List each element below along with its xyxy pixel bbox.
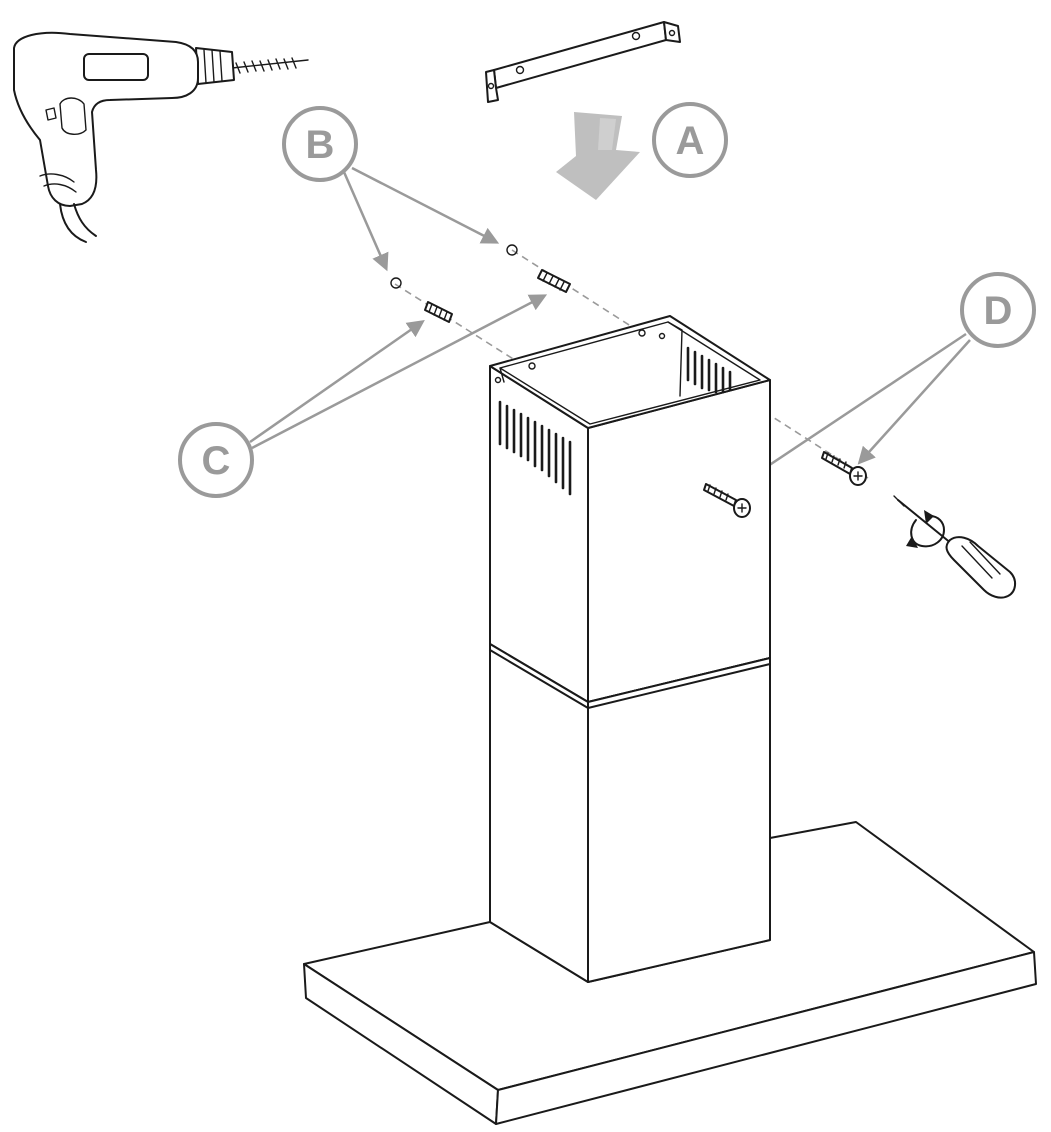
leader-lines xyxy=(249,166,971,484)
chimney-upper xyxy=(489,315,771,703)
callout-c-label: C xyxy=(202,439,231,483)
screw xyxy=(821,451,867,486)
down-arrow-icon xyxy=(556,112,640,200)
screwdriver-icon xyxy=(893,495,1016,599)
screw xyxy=(703,483,751,518)
callout-d: D xyxy=(960,272,1036,348)
callout-d-label: D xyxy=(984,289,1013,333)
wall-holes xyxy=(390,244,518,289)
wall-plug xyxy=(424,301,453,323)
callout-c: C xyxy=(178,422,254,498)
callout-a-label: A xyxy=(676,119,705,163)
drill-icon xyxy=(13,31,309,243)
hood-canopy xyxy=(303,643,1037,1125)
callout-b-label: B xyxy=(306,123,335,167)
callout-b: B xyxy=(282,106,358,182)
callout-a: A xyxy=(652,102,728,178)
bracket xyxy=(485,21,681,103)
wall-plug xyxy=(537,269,571,293)
